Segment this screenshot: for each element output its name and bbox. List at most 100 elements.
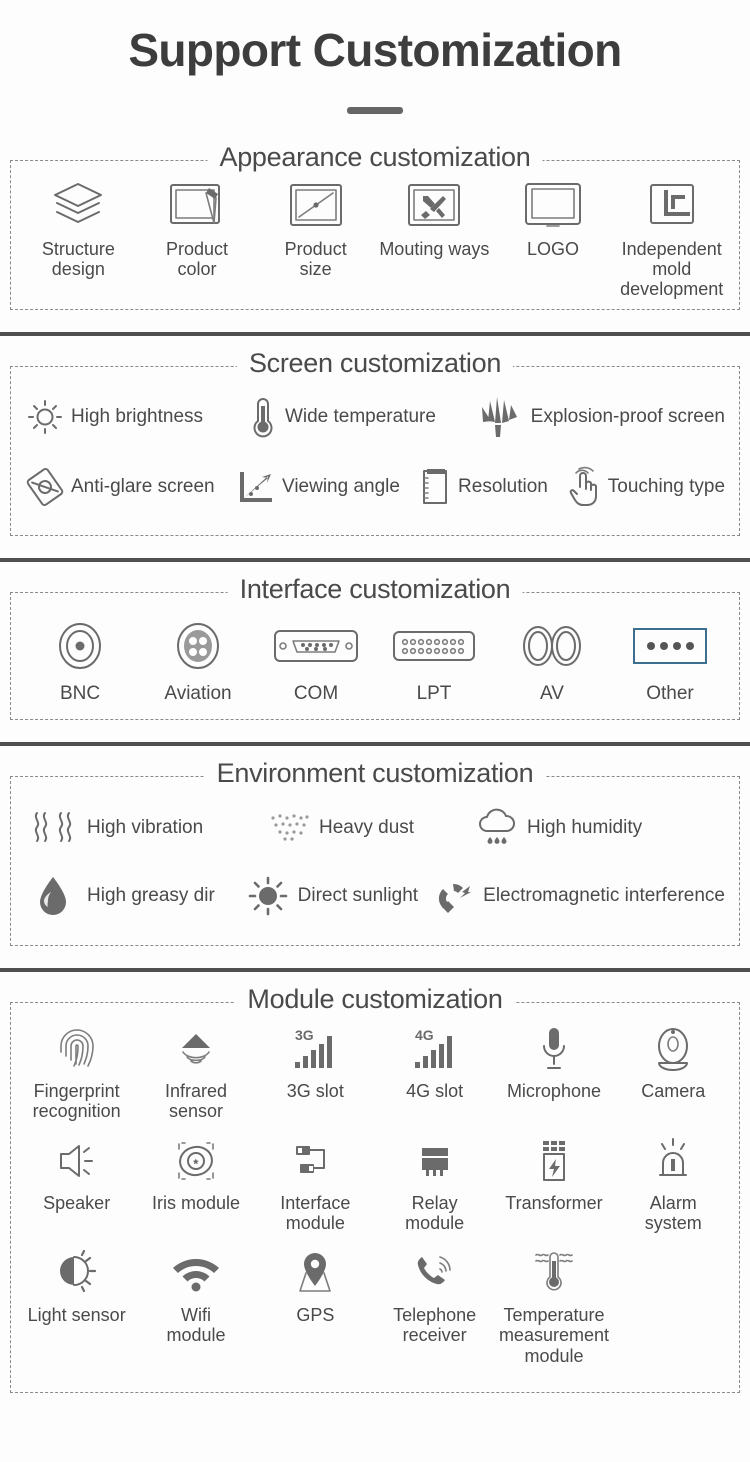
item-high-greasy-dir[interactable]: High greasy dir [25, 873, 244, 919]
monitor-blank-icon [521, 177, 585, 235]
spacer [0, 720, 750, 742]
item-aviation[interactable]: Aviation [139, 617, 257, 704]
item-camera[interactable]: Camera [614, 1021, 733, 1101]
section-divider [0, 558, 750, 563]
sun-icon [244, 875, 292, 917]
item-4g-slot[interactable]: 4G 4G slot [375, 1021, 494, 1101]
item-label: COM [293, 683, 339, 705]
module-item-row-1: Fingerprint recognition Infrared sensor … [17, 1021, 733, 1121]
item-label: Anti-glare screen [71, 476, 215, 498]
environment-item-row-2: High greasy dir Direct sunlight [25, 873, 725, 919]
magnet-icon [433, 874, 477, 918]
fingerprint-icon [55, 1021, 99, 1077]
section-appearance-customization: Appearance customization Structure desig… [10, 141, 740, 311]
item-label: GPS [296, 1305, 335, 1326]
item-logo[interactable]: LOGO [494, 177, 613, 259]
item-iris-module[interactable]: Iris module [136, 1133, 255, 1213]
crop-frame-icon [643, 177, 701, 235]
item-av[interactable]: AV [493, 617, 611, 704]
screen-item-row-2: Anti-glare screen Viewing angle [25, 465, 725, 509]
item-label: Camera [641, 1080, 706, 1101]
item-heavy-dust[interactable]: Heavy dust [265, 810, 473, 846]
item-high-brightness[interactable]: High brightness [25, 397, 247, 437]
spacer [0, 946, 750, 968]
tools-screen-icon [403, 177, 465, 235]
item-gps[interactable]: GPS [256, 1245, 375, 1325]
section-screen-customization: Screen customization High brightness Wid… [10, 348, 740, 537]
module-item-row-2: Speaker Iris module [17, 1133, 733, 1233]
item-high-humidity[interactable]: High humidity [473, 805, 642, 851]
shatter-icon [471, 393, 525, 441]
relay-icon [411, 1133, 459, 1189]
item-anti-glare-screen[interactable]: Anti-glare screen [25, 466, 234, 508]
item-direct-sunlight[interactable]: Direct sunlight [244, 875, 434, 917]
item-mouting-ways[interactable]: Mouting ways [375, 177, 494, 259]
item-lpt[interactable]: LPT [375, 617, 493, 704]
interface-item-row: BNC Aviation [11, 593, 739, 718]
item-label: Resolution [458, 476, 548, 498]
item-microphone[interactable]: Microphone [494, 1021, 613, 1101]
other-box[interactable] [633, 628, 707, 665]
iris-icon [171, 1133, 221, 1189]
item-temperature-measurement-module[interactable]: Temperature measurement module [494, 1245, 613, 1366]
wifi-icon [171, 1245, 221, 1301]
monitor-pen-icon [166, 177, 228, 235]
item-viewing-angle[interactable]: Viewing angle [234, 466, 418, 508]
item-telephone-receiver[interactable]: Telephone receiver [375, 1245, 494, 1345]
section-divider [0, 967, 750, 972]
item-product-size[interactable]: Product size [256, 177, 375, 279]
camera-icon [650, 1021, 696, 1077]
item-wifi-module[interactable]: Wifi module [136, 1245, 255, 1345]
item-label: Telephone receiver [393, 1305, 477, 1346]
infrared-sensor-icon [170, 1021, 222, 1077]
item-touching-type[interactable]: Touching type [564, 465, 725, 509]
item-label: Interface module [280, 1192, 351, 1234]
item-label: Wide temperature [284, 406, 436, 428]
item-high-vibration[interactable]: High vibration [25, 807, 265, 849]
item-label: Aviation [164, 683, 232, 705]
transformer-icon [531, 1133, 577, 1189]
item-bnc[interactable]: BNC [21, 617, 139, 704]
item-com[interactable]: COM [257, 617, 375, 704]
item-relay-module[interactable]: Relay module [375, 1133, 494, 1233]
item-alarm-system[interactable]: Alarm system [614, 1133, 733, 1233]
section-title-screen: Screen customization [236, 348, 514, 380]
section-title-interface: Interface customization [227, 574, 523, 606]
speaker-icon [53, 1133, 101, 1189]
item-wide-temperature[interactable]: Wide temperature [247, 394, 471, 440]
item-label: Relay module [405, 1192, 465, 1234]
module-item-row-3: Light sensor Wifi module [17, 1245, 733, 1366]
com-port-icon [271, 617, 361, 675]
item-resolution[interactable]: Resolution [418, 465, 564, 509]
touch-hand-icon [564, 465, 602, 509]
item-structure-design[interactable]: Structure design [19, 177, 138, 279]
section-environment-customization: Environment customization High vibration [10, 757, 740, 946]
item-label: Independent mold development [620, 238, 724, 300]
item-speaker[interactable]: Speaker [17, 1133, 136, 1213]
item-label: High greasy dir [87, 884, 215, 906]
item-electromagnetic-interference[interactable]: Electromagnetic interference [433, 874, 725, 918]
item-label: Transformer [505, 1192, 603, 1213]
item-fingerprint-recognition[interactable]: Fingerprint recognition [17, 1021, 136, 1121]
item-label: Heavy dust [319, 816, 415, 838]
dust-icon [265, 810, 313, 846]
environment-item-row-1: High vibration Heavy dust [25, 805, 725, 851]
item-interface-module[interactable]: Interface module [256, 1133, 375, 1233]
layers-icon [49, 177, 107, 235]
item-product-color[interactable]: Product color [138, 177, 257, 279]
item-transformer[interactable]: Transformer [494, 1133, 613, 1213]
item-label: Other [646, 683, 694, 705]
item-independent-mold-development[interactable]: Independent mold development [612, 177, 731, 299]
item-infrared-sensor[interactable]: Infrared sensor [136, 1021, 255, 1121]
item-label: Fingerprint recognition [32, 1080, 121, 1121]
alarm-light-icon [650, 1133, 696, 1189]
humidity-cloud-icon [473, 805, 521, 851]
item-explosion-proof-screen[interactable]: Explosion-proof screen [471, 393, 725, 441]
item-other[interactable]: Other [611, 617, 729, 704]
av-connector-icon [516, 617, 588, 675]
item-label: Light sensor [27, 1305, 126, 1326]
aviation-connector-icon [172, 617, 224, 675]
item-label: Explosion-proof screen [530, 406, 725, 428]
item-3g-slot[interactable]: 3G 3G slot [256, 1021, 375, 1101]
item-light-sensor[interactable]: Light sensor [17, 1245, 136, 1325]
